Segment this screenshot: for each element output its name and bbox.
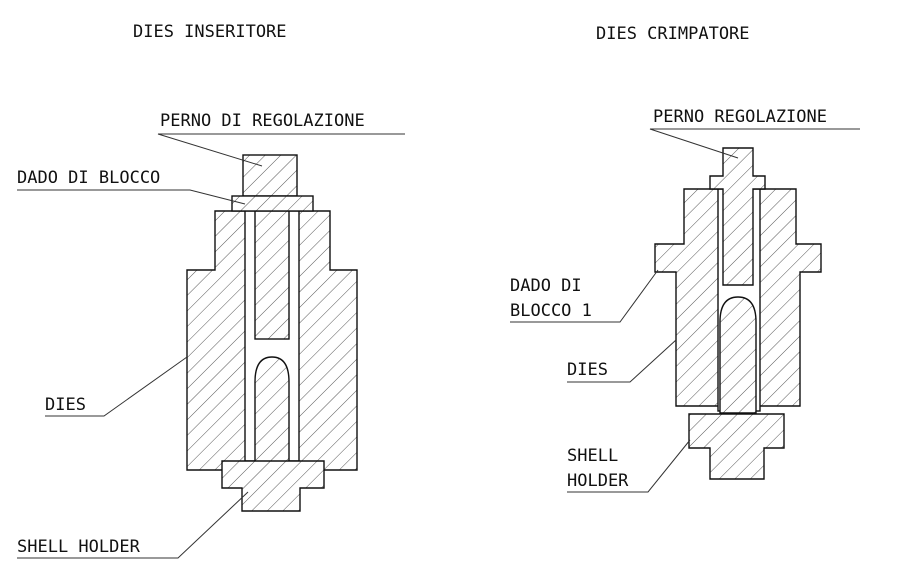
left-leader-perno	[157, 133, 405, 167]
left-label-dado: DADO DI BLOCCO	[17, 168, 160, 188]
right-label-shell-line1: SHELL	[567, 446, 618, 466]
right-label-shell-line2: HOLDER	[567, 471, 629, 491]
right-leader-perno	[649, 128, 860, 159]
left-label-dies: DIES	[45, 395, 86, 415]
left-leader-shell	[17, 491, 249, 559]
left-adjustment-pin-head	[242, 154, 298, 197]
left-assembly: DIES INSERITORE PERNO DI REGOLAZIONE DAD…	[17, 22, 405, 559]
right-label-dado-line2: BLOCCO 1	[510, 301, 592, 321]
right-leader-shell	[567, 439, 691, 493]
left-lock-nut	[231, 195, 314, 212]
left-shell-holder	[221, 460, 325, 512]
left-title: DIES INSERITORE	[133, 22, 287, 42]
left-label-shell: SHELL HOLDER	[17, 537, 141, 557]
right-label-dado-line1: DADO DI	[510, 276, 582, 296]
right-shell-holder	[688, 413, 785, 480]
left-leader-dado	[17, 189, 246, 205]
left-bullet-insert	[254, 356, 290, 463]
right-assembly: DIES CRIMPATORE PERNO REGOLAZIONE DADO D…	[510, 24, 860, 493]
right-title: DIES CRIMPATORE	[596, 24, 750, 44]
right-label-perno: PERNO REGOLAZIONE	[653, 107, 827, 127]
right-label-dies: DIES	[567, 360, 608, 380]
left-leader-dies	[45, 356, 188, 417]
right-leader-dado	[510, 269, 659, 323]
right-bullet-insert	[719, 296, 757, 414]
right-adjustment-pin	[709, 147, 766, 286]
left-adjustment-pin-stem	[254, 210, 290, 340]
left-label-perno: PERNO DI REGOLAZIONE	[160, 111, 365, 131]
right-leader-dies	[567, 339, 677, 383]
